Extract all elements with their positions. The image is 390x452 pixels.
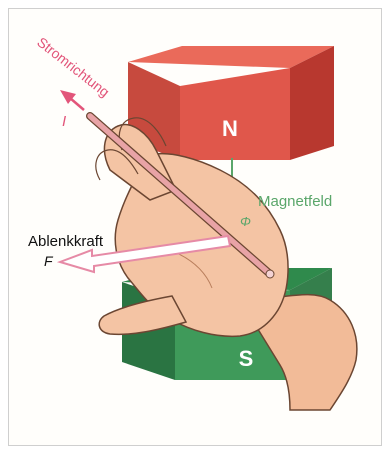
force-symbol: F — [44, 253, 54, 269]
current-direction-label: Stromrichtung — [34, 34, 113, 100]
south-pole-label: S — [239, 346, 254, 371]
current-symbol: I — [62, 113, 66, 130]
magnetic-field-label: Magnetfeld — [258, 193, 332, 210]
north-pole-label: N — [222, 116, 238, 141]
deflection-force-label: Ablenkkraft — [28, 233, 104, 250]
flux-symbol: Φ — [240, 214, 251, 229]
